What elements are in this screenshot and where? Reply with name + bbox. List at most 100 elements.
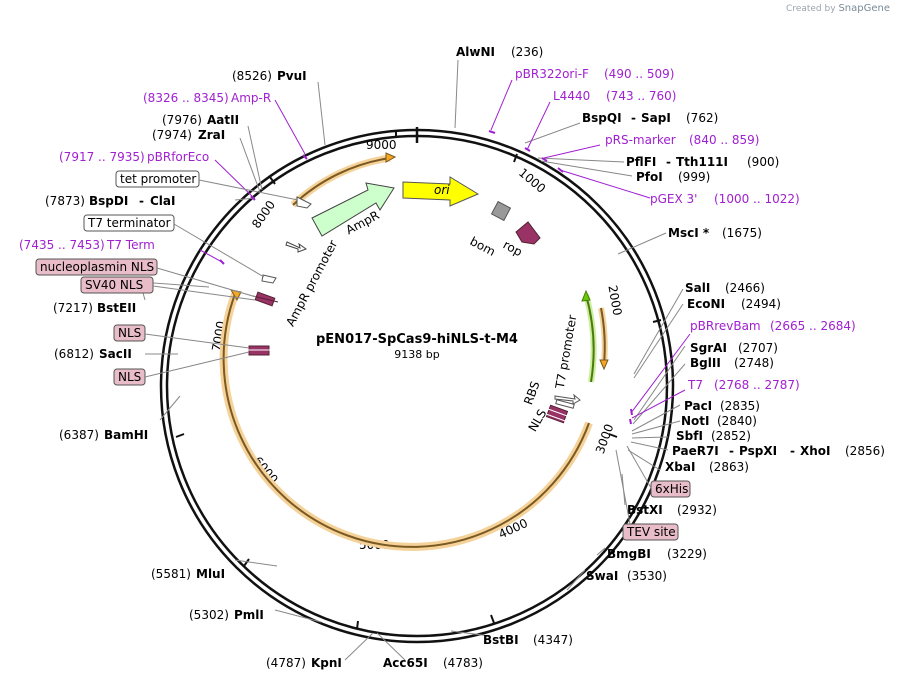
ori-label: ori: [434, 183, 450, 197]
site-BamHI: (6387)BamHI: [59, 428, 148, 442]
svg-text:BspQI: BspQI: [582, 111, 622, 125]
site-PmlI: (5302)PmlI: [189, 608, 264, 622]
cas9-cds-arc: [222, 293, 590, 548]
svg-text:BstBI: BstBI: [483, 633, 519, 647]
svg-text:(4783): (4783): [443, 656, 483, 670]
svg-text:pBRrevBam: pBRrevBam: [690, 319, 761, 333]
svg-text:BspDI: BspDI: [89, 194, 128, 208]
svg-text:(1000 .. 1022): (1000 .. 1022): [714, 192, 800, 206]
svg-text:(7917 .. 7935): (7917 .. 7935): [59, 150, 145, 164]
svg-text:L4440: L4440: [553, 89, 590, 103]
svg-text:Amp-R: Amp-R: [231, 91, 271, 105]
svg-text:(4787): (4787): [266, 656, 306, 670]
primer-pGEX3: pGEX 3'(1000 .. 1022): [650, 192, 800, 206]
svg-text:NLS: NLS: [118, 326, 141, 340]
label-nls-upper: NLS: [113, 324, 250, 349]
site-SwaI: SwaI(3530): [586, 569, 667, 583]
credit-prefix: Created by: [786, 4, 836, 14]
svg-text:T7: T7: [687, 378, 703, 392]
site-leaders: [139, 59, 686, 661]
svg-text:SapI: SapI: [641, 111, 671, 125]
ampr-feature: [311, 182, 395, 237]
site-SacII: (6812) SacII: [54, 347, 132, 361]
svg-text:PmlI: PmlI: [234, 608, 264, 622]
svg-text:(3229): (3229): [667, 547, 707, 561]
svg-text:NotI: NotI: [681, 414, 710, 428]
svg-text:(8326 .. 8345): (8326 .. 8345): [143, 91, 229, 105]
label-sv40-nls: SV40 NLS: [80, 276, 256, 301]
primer-pBRforEco: (7917 .. 7935)pBRforEco: [59, 150, 209, 164]
site-SbfI: SbfI(2852): [676, 429, 751, 443]
svg-text:BglII: BglII: [690, 356, 721, 370]
svg-text:(236): (236): [511, 45, 543, 59]
svg-text:(999): (999): [678, 170, 710, 184]
ampr-orange-arrowhead: [385, 152, 397, 163]
right-orange-arrowhead: [599, 359, 609, 371]
bom-label: bom: [468, 234, 498, 259]
svg-text:AatII: AatII: [207, 113, 239, 127]
label-tet-promoter: tet promoter: [115, 170, 299, 201]
site-AlwNI: AlwNI(236): [456, 45, 543, 59]
svg-text:SalI: SalI: [685, 281, 710, 295]
svg-text:(4347): (4347): [533, 633, 573, 647]
svg-text:PfoI: PfoI: [636, 170, 663, 184]
primer-pBRrevBam: pBRrevBam(2665 .. 2684): [690, 319, 856, 333]
site-XbaI: XbaI(2863): [665, 460, 749, 474]
primer-L4440: L4440 (743 .. 760): [553, 89, 676, 103]
t7-terminator-feature: [261, 274, 277, 284]
svg-text:(7217): (7217): [53, 301, 93, 315]
rop-feature: [515, 221, 541, 245]
svg-text:ZraI: ZraI: [198, 128, 225, 142]
t7-promoter-label: T7 promoter: [553, 314, 580, 391]
site-BmgBI: BmgBI(3229): [607, 547, 707, 561]
rbs-feature: [555, 399, 575, 409]
ampr-promoter-label: AmpR promoter: [283, 238, 340, 329]
tet-promoter-feature: [296, 196, 312, 209]
ampr-orange-arc: [292, 157, 391, 206]
svg-text:(2494): (2494): [741, 297, 781, 311]
svg-text:(6812): (6812): [54, 347, 94, 361]
svg-text:KpnI: KpnI: [311, 656, 342, 670]
svg-text:SgrAI: SgrAI: [690, 341, 727, 355]
label-6xhis: 6xHis: [626, 445, 691, 498]
svg-text:SV40 NLS: SV40 NLS: [85, 278, 143, 292]
svg-text:(743 .. 760): (743 .. 760): [606, 89, 676, 103]
svg-text:T7 terminator: T7 terminator: [87, 216, 171, 230]
site-PvuI: (8526)PvuI: [232, 69, 307, 83]
site-Acc65I: Acc65I (4783): [383, 656, 483, 670]
primer-T7-Term: (7435 .. 7453)T7 Term: [19, 238, 155, 252]
svg-text:SacII: SacII: [99, 347, 132, 361]
tick-7000: 7000: [175, 320, 228, 438]
site-KpnI: (4787) KpnI: [266, 656, 342, 670]
site-BstEII: (7217) BstEII: [53, 301, 136, 315]
green-arc-arrowhead: [581, 289, 591, 302]
primer-T7: T7(2768 .. 2787): [687, 378, 800, 392]
svg-text:-: -: [790, 444, 795, 458]
svg-text:-: -: [666, 155, 671, 169]
svg-text:pBRforEco: pBRforEco: [147, 150, 209, 164]
tick-8000: 8000: [249, 176, 278, 231]
ori-feature: [402, 176, 480, 207]
svg-text:MluI: MluI: [196, 567, 225, 581]
site-PflFI-Tth111I: PflFI-Tth111I(900): [626, 155, 779, 169]
svg-text:Acc65I: Acc65I: [383, 656, 428, 670]
svg-text:BstEII: BstEII: [97, 301, 136, 315]
svg-text:ClaI: ClaI: [150, 194, 175, 208]
plasmid-name: pEN017-SpCas9-hiNLS-t-M4: [316, 332, 518, 347]
svg-text:XhoI: XhoI: [800, 444, 831, 458]
svg-text:Tth111I: Tth111I: [676, 155, 728, 169]
tick-4000: 4000: [490, 516, 530, 624]
site-ZraI: (7974) ZraI: [152, 128, 225, 142]
svg-text:2000: 2000: [605, 284, 624, 317]
site-BspQI-SapI: BspQI-SapI(762): [582, 111, 718, 125]
svg-text:T7 Term: T7 Term: [106, 238, 155, 252]
site-AatII: (7976)AatII: [162, 113, 239, 127]
svg-text:EcoNI: EcoNI: [687, 297, 725, 311]
site-BstXI: BstXI(2932): [627, 503, 717, 517]
tick-1000: 1000: [513, 153, 548, 196]
svg-text:(2466): (2466): [725, 281, 765, 295]
svg-text:(7974): (7974): [152, 128, 192, 142]
svg-text:8000: 8000: [249, 198, 278, 231]
rbs-label: RBS: [521, 379, 542, 406]
